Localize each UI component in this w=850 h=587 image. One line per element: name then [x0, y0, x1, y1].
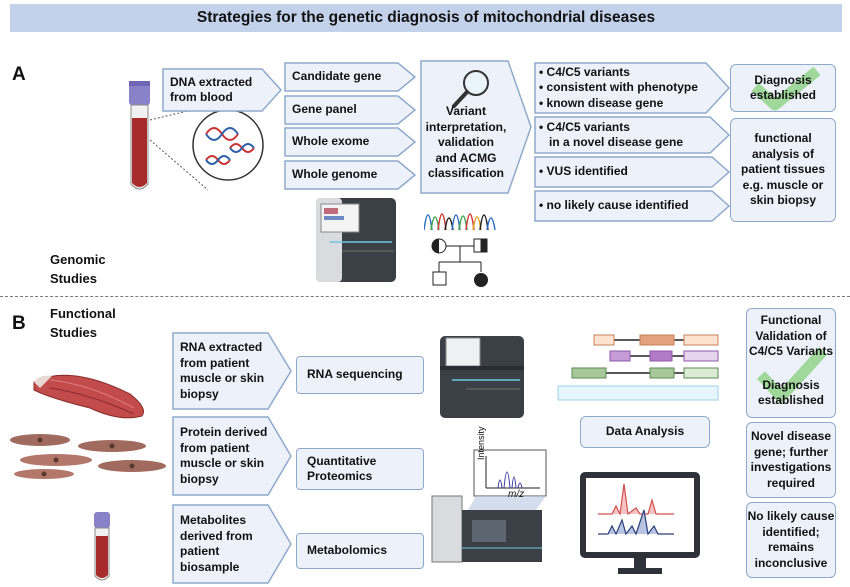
chromatogram-icon: [424, 213, 496, 231]
cells-icon: [10, 434, 166, 479]
magnifier-icon: [452, 70, 489, 108]
section-a-letter: A: [12, 64, 26, 85]
checkmark-icon: [751, 67, 821, 111]
method-arrow-gene-panel: Gene panel: [284, 95, 416, 125]
outcome-arrow-known-gene: • C4/C5 variants• consistent with phenot…: [534, 62, 730, 114]
muscle-icon: [33, 374, 144, 419]
functional-analysis-box: functional analysis of patient tissues e…: [730, 118, 836, 222]
blood-tube-icon: [129, 81, 150, 190]
method-arrow-whole-genome: Whole genome: [284, 160, 416, 190]
mass-spec-icon: [431, 449, 547, 563]
outcome-arrow-vus: • VUS identified: [534, 156, 730, 188]
pedigree-icon: [431, 238, 488, 287]
monitor-icon: [580, 472, 700, 574]
variant-interpretation-box: Variant interpretation, validation and A…: [420, 60, 532, 194]
metabolomics-box: Metabolomics: [296, 533, 424, 569]
sequencer-icon: [440, 336, 524, 418]
functional-studies-label: Functional Studies: [50, 306, 116, 340]
sequencer-icon: [316, 198, 396, 282]
outcome-arrow-no-cause: • no likely cause identified: [534, 190, 730, 222]
method-arrow-candidate-gene: Candidate gene: [284, 62, 416, 92]
figure-title: Strategies for the genetic diagnosis of …: [10, 4, 842, 32]
dna-icon: [192, 109, 264, 181]
ms-axis-x-label: m/z: [508, 489, 525, 500]
checkmark-icon: [756, 347, 828, 403]
data-analysis-box: Data Analysis: [580, 416, 710, 448]
ms-axis-y-label: Intensity: [476, 426, 486, 460]
genomic-studies-label: Genomic Studies: [50, 252, 106, 286]
blood-tube-icon: [94, 512, 110, 581]
section-b-letter: B: [12, 313, 26, 334]
rna-sequencing-box: RNA sequencing: [296, 356, 424, 394]
genome-track-icon: [557, 334, 719, 401]
method-arrow-whole-exome: Whole exome: [284, 127, 416, 157]
section-divider: [0, 296, 850, 297]
